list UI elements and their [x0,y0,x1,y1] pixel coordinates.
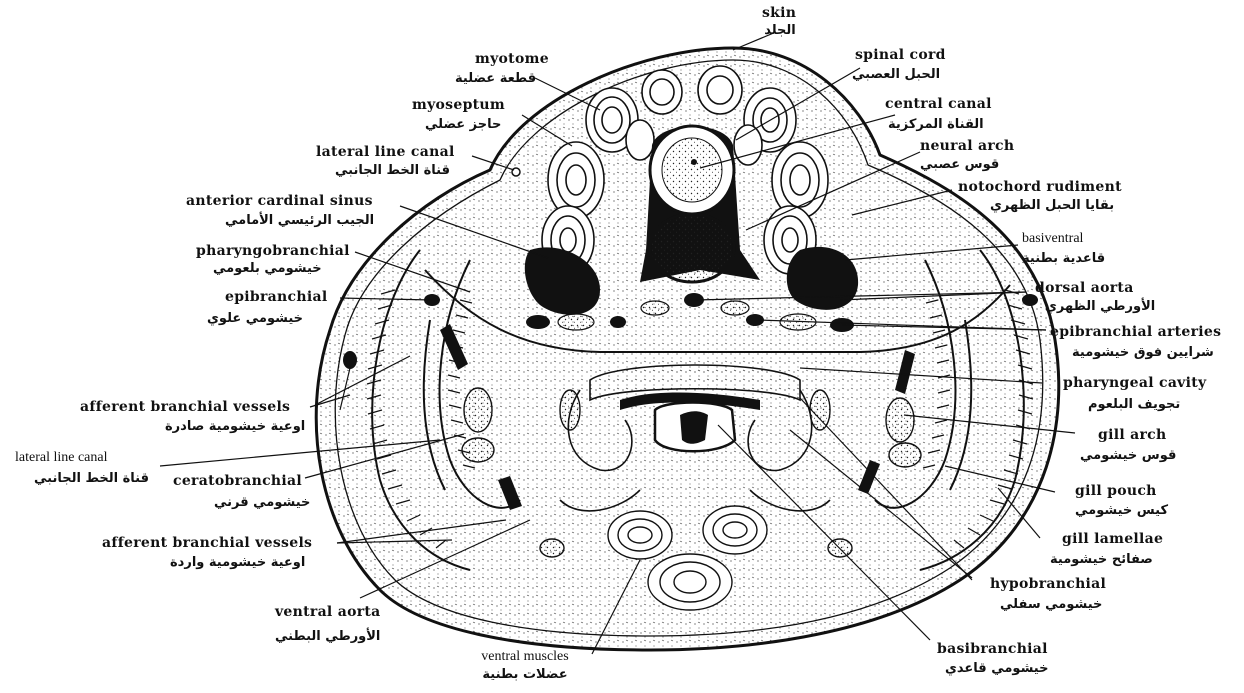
label-skin: skin [762,6,792,20]
label-myoseptum-ar: حاجز عضلي [425,118,501,131]
label-afferent-branchial-vessels-bottom-ar: اوعية خيشومية واردة [170,556,305,569]
label-neural-arch-ar: قوس عصبي [920,158,999,171]
label-pharyngobranchial-ar: خيشومي بلعومي [213,262,322,275]
label-ventral-muscles: ventral muscles [460,650,590,664]
label-ventral-muscles-ar: عضلات بطنية [470,668,580,681]
label-gill-pouch-ar: كيس خيشومي [1075,504,1168,517]
label-basibranchial: basibranchial [937,642,1048,656]
label-lateral-line-canal-left-ar: قناة الخط الجانبي [34,472,149,485]
label-notochord-rudiment: notochord rudiment [958,180,1122,194]
label-central-canal-ar: القناة المركزية [888,118,984,131]
label-gill-arch-ar: قوس خيشومي [1080,449,1176,462]
label-myotome: myotome [475,52,549,66]
label-dorsal-aorta: dorsal aorta [1035,281,1134,295]
label-central-canal: central canal [885,97,992,111]
label-neural-arch: neural arch [920,139,1014,153]
label-gill-pouch: gill pouch [1075,484,1157,498]
label-gill-arch: gill arch [1098,428,1166,442]
label-lateral-line-canal-left: lateral line canal [15,451,108,465]
label-dorsal-aorta-ar: الأورطي الظهري [1045,300,1155,313]
label-ceratobranchial: ceratobranchial [173,474,302,488]
central-canal-dot [691,159,697,165]
label-myoseptum: myoseptum [412,98,505,112]
label-spinal-cord-ar: الحبل العصبي [852,68,940,81]
label-basiventral-ar: قاعدية بطنية [1022,252,1105,265]
label-pharyngeal-cavity-ar: تجويف البلعوم [1088,398,1180,411]
label-pharyngobranchial: pharyngobranchial [196,244,350,258]
label-anterior-cardinal-sinus: anterior cardinal sinus [186,194,373,208]
label-lateral-line-canal-top: lateral line canal [316,145,455,159]
label-skin-ar: الجلد [760,24,800,37]
label-anterior-cardinal-sinus-ar: الجيب الرئيسي الأمامي [225,214,374,227]
label-basibranchial-ar: خيشومي قاعدي [945,662,1048,675]
label-epibranchial-arteries-ar: شرايين فوق خيشومية [1072,346,1214,359]
label-epibranchial: epibranchial [225,290,327,304]
label-epibranchial-arteries: epibranchial arteries [1050,325,1221,339]
label-afferent-branchial-vessels-top-ar: اوعية خيشومية صادرة [165,420,305,433]
label-hypobranchial: hypobranchial [990,577,1106,591]
label-epibranchial-ar: خيشومي علوي [207,312,303,325]
label-basiventral: basiventral [1022,232,1083,246]
label-ventral-aorta: ventral aorta [275,605,381,619]
label-ceratobranchial-ar: خيشومي قرني [214,496,310,509]
label-gill-lamellae: gill lamellae [1062,532,1163,546]
label-spinal-cord: spinal cord [855,48,946,62]
label-afferent-branchial-vessels-bottom: afferent branchial vessels [102,536,312,550]
label-lateral-line-canal-top-ar: قناة الخط الجانبي [335,164,450,177]
label-hypobranchial-ar: خيشومي سفلي [1000,598,1102,611]
label-ventral-aorta-ar: الأورطي البطني [275,630,380,643]
label-myotome-ar: قطعة عضلية [455,72,536,85]
label-afferent-branchial-vessels-top: afferent branchial vessels [80,400,290,414]
label-gill-lamellae-ar: صفائح خيشومية [1050,553,1153,566]
label-notochord-rudiment-ar: بقايا الحبل الظهري [990,199,1114,212]
notochord [650,214,734,282]
label-pharyngeal-cavity: pharyngeal cavity [1063,376,1206,390]
